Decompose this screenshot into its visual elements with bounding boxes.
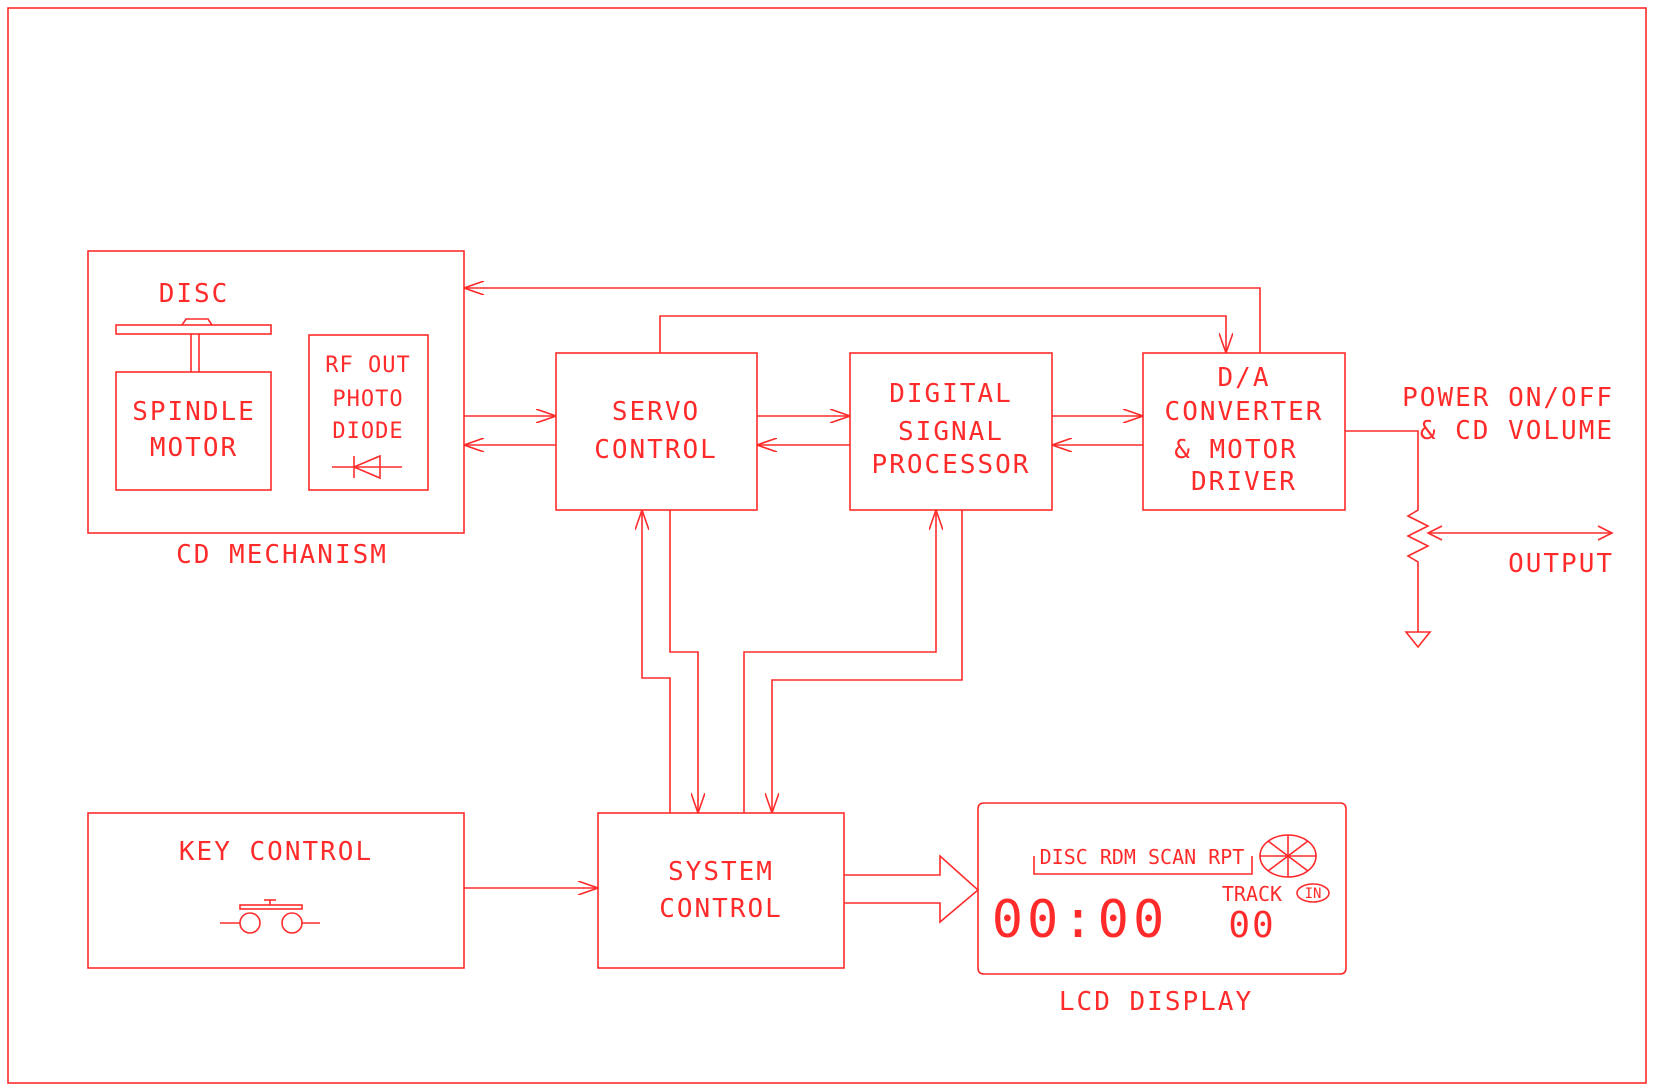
output-label: OUTPUT — [1508, 549, 1614, 579]
disc-icon — [115, 318, 272, 372]
rf-out-label: RF OUT — [325, 353, 410, 378]
spindle-label: SPINDLE — [132, 397, 256, 427]
lcd-display-label: LCD DISPLAY — [1059, 987, 1253, 1017]
driver-label: DRIVER — [1191, 467, 1297, 497]
power-output-section: POWER ON/OFF & CD VOLUME OUTPUT — [1345, 383, 1614, 649]
key-control-box — [87, 812, 465, 969]
signal-connections — [464, 288, 1261, 924]
diode-icon — [332, 454, 402, 480]
da-label: D/A — [1218, 363, 1271, 393]
cd-mechanism-box — [87, 250, 465, 534]
motor-label: MOTOR — [150, 433, 238, 463]
in-badge-icon — [1296, 883, 1330, 903]
lcd-time: 00:00 — [992, 890, 1169, 950]
dsp-to-system-line — [772, 510, 963, 813]
converter-label: CONVERTER — [1165, 397, 1324, 427]
dsp-block: DIGITAL SIGNAL PROCESSOR — [849, 352, 1053, 511]
lcd-in-badge: IN — [1305, 886, 1322, 902]
system-to-dsp-line — [743, 510, 936, 813]
lcd-display-block: DISC RDM SCAN RPT 00:00 TRACK IN 00 LCD … — [977, 802, 1347, 1017]
potentiometer-icon — [1406, 500, 1430, 570]
key-control-block: KEY CONTROL — [87, 812, 465, 969]
switch-icon — [220, 899, 320, 934]
spindle-motor-box — [115, 371, 272, 491]
disc-indicator-icon — [1259, 834, 1317, 878]
processor-label: PROCESSOR — [872, 450, 1031, 480]
power-label: POWER ON/OFF — [1402, 383, 1614, 413]
servo-control-block: SERVO CONTROL — [555, 352, 758, 511]
servo-control-box — [555, 352, 758, 511]
wiper-arrow-icon — [1426, 525, 1443, 541]
servo-to-system-line — [669, 510, 698, 813]
ground-icon — [1404, 631, 1432, 649]
volume-label: & CD VOLUME — [1420, 416, 1614, 446]
output-arrow-icon — [1597, 525, 1614, 541]
page-border — [7, 7, 1647, 1084]
servo-to-da-line — [659, 315, 1226, 353]
disc-label: DISC — [159, 279, 230, 309]
system-control-box — [597, 812, 845, 969]
lcd-display-box — [977, 802, 1347, 975]
cd-mechanism-block: DISC SPINDLE MOTOR RF OUT PHOTO DIODE CD… — [87, 250, 465, 570]
lcd-track: 00 — [1228, 905, 1275, 946]
lcd-track-label: TRACK — [1222, 882, 1282, 906]
dsp-box — [849, 352, 1053, 511]
system-control-block: SYSTEM CONTROL — [597, 812, 845, 969]
da-to-pot-line — [1345, 430, 1419, 500]
key-control-label: KEY CONTROL — [179, 837, 373, 867]
da-to-cd-feedback-line — [464, 288, 1261, 353]
servo-label: SERVO — [612, 397, 700, 427]
lcd-modes: DISC RDM SCAN RPT — [1040, 845, 1245, 869]
signal-label: SIGNAL — [898, 417, 1004, 447]
diode-label: DIODE — [332, 419, 403, 444]
digital-label: DIGITAL — [889, 379, 1013, 409]
photodiode-box — [308, 334, 429, 491]
cd-mechanism-label: CD MECHANISM — [176, 540, 388, 570]
lcd-mode-bracket — [1033, 856, 1253, 875]
system-to-lcd-arrow — [844, 854, 980, 924]
photo-label: PHOTO — [332, 387, 403, 412]
servo-control-label: CONTROL — [594, 435, 718, 465]
da-converter-block: D/A CONVERTER & MOTOR DRIVER — [1142, 352, 1346, 511]
system-to-servo-line — [642, 510, 671, 813]
system-label: SYSTEM — [668, 857, 774, 887]
system-control-label: CONTROL — [659, 894, 783, 924]
and-motor-label: & MOTOR — [1174, 435, 1298, 465]
